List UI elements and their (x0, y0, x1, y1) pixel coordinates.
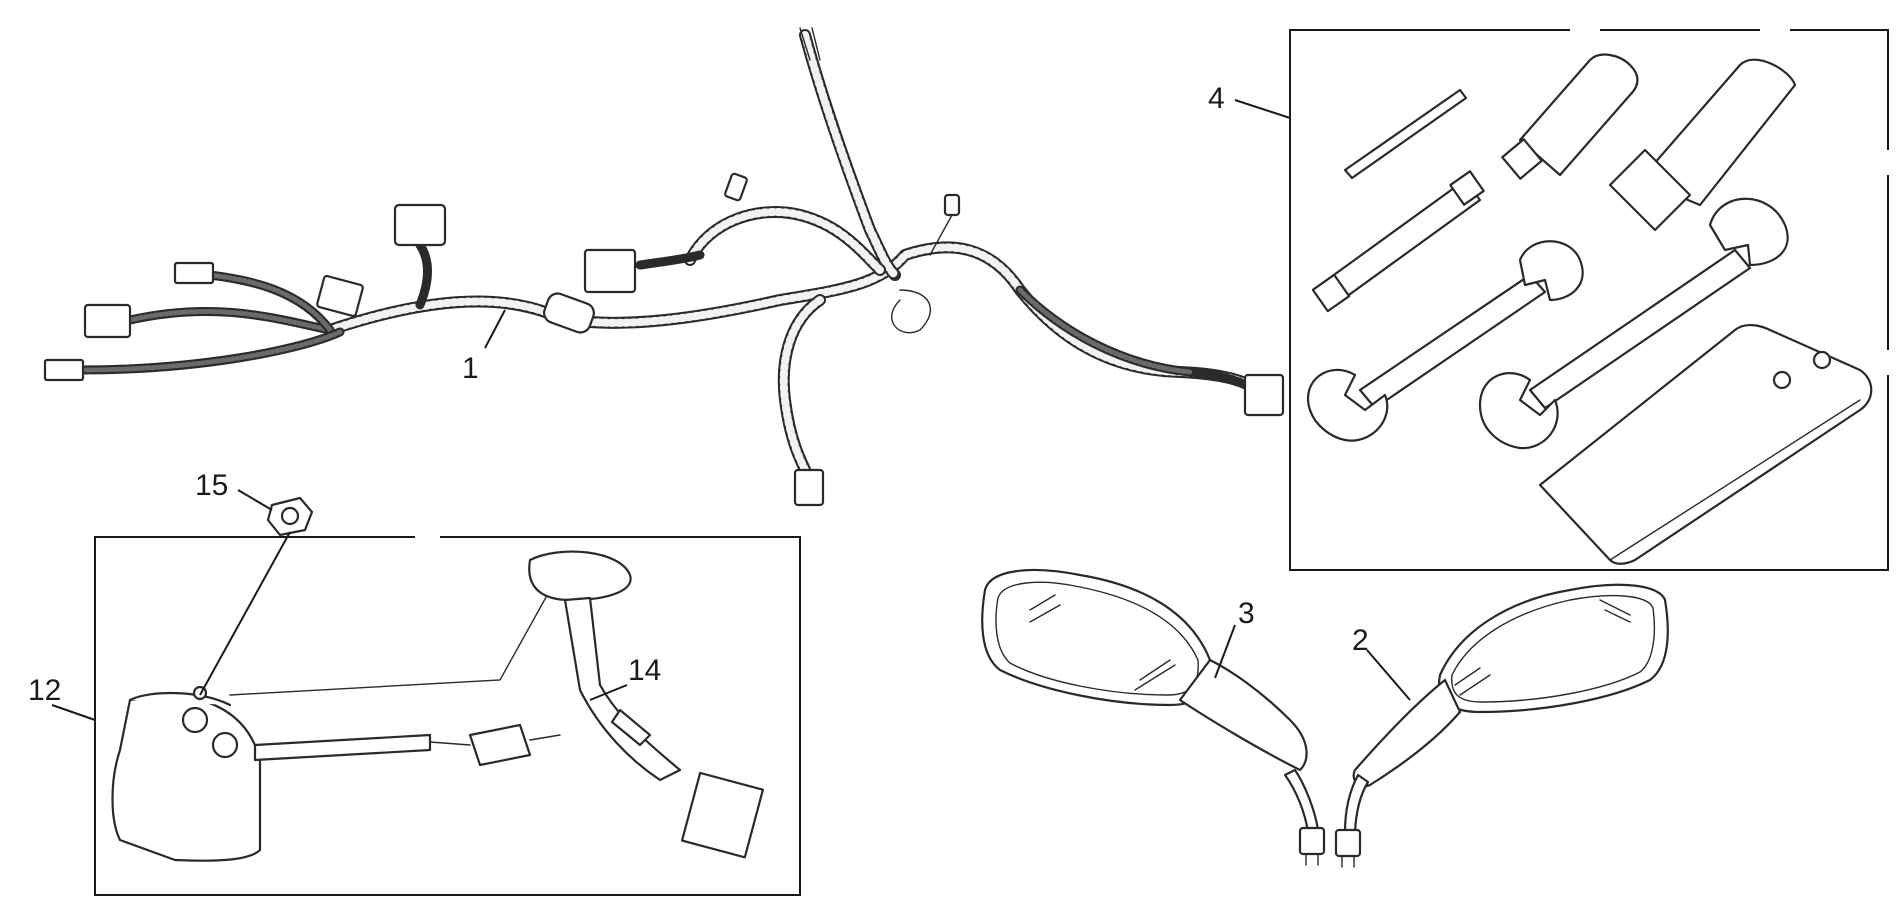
left-mirror (981, 568, 1326, 866)
callout-relay-wire: 14 (628, 654, 661, 687)
callout-relay-set: 12 (28, 674, 61, 707)
tool-kit-box (1289, 28, 1890, 571)
callout-nut: 15 (195, 469, 228, 502)
right-mirror (1334, 583, 1669, 868)
callout-harness: 1 (462, 352, 479, 385)
wiring-harness (43, 27, 1285, 507)
callout-tool-kit: 4 (1208, 82, 1225, 115)
leader-lines (51, 99, 1411, 721)
callout-left-mirror: 3 (1238, 597, 1255, 630)
callout-right-mirror: 2 (1352, 624, 1369, 657)
relay-set-box (94, 496, 801, 896)
